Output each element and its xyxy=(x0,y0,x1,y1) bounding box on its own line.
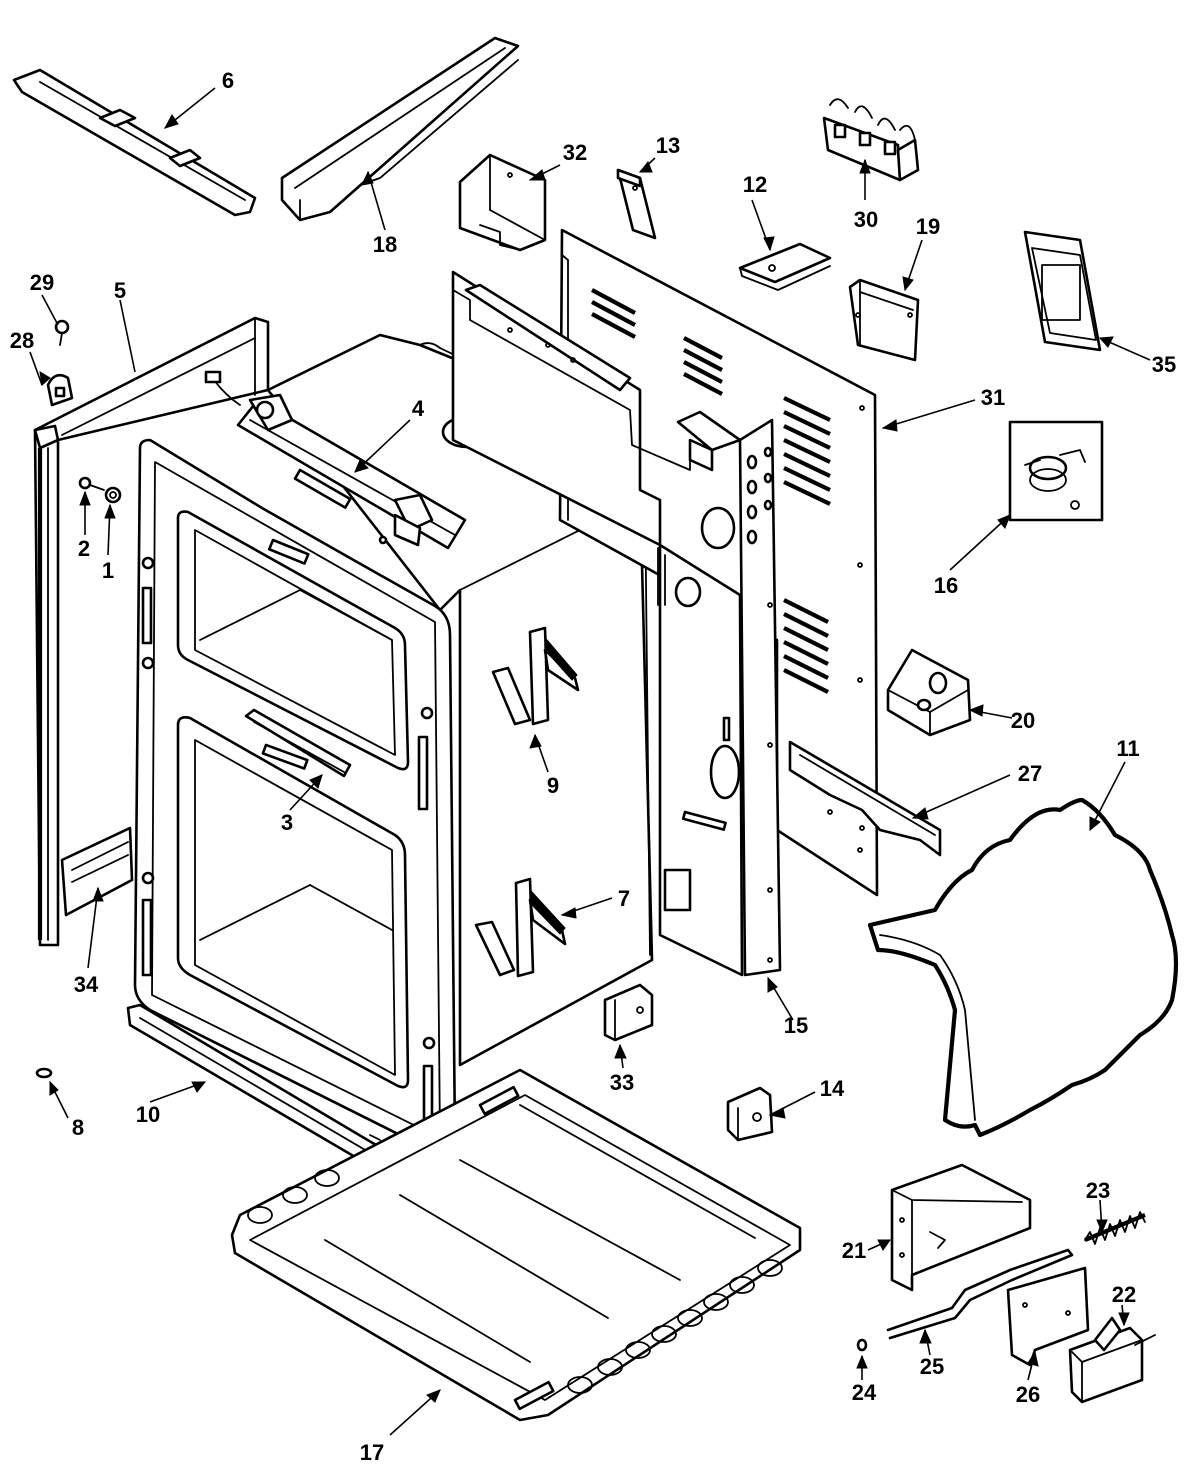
part-5-frame-side xyxy=(33,316,270,947)
callout-4: 4 xyxy=(412,396,425,421)
part-24-pin xyxy=(856,1338,868,1352)
oven-front-frame xyxy=(133,438,457,1157)
part-17-bottom-panel xyxy=(230,1068,802,1422)
callout-13: 13 xyxy=(656,133,680,158)
part-34-bracket xyxy=(60,826,134,917)
callout-3: 3 xyxy=(281,810,293,835)
callout-30: 30 xyxy=(854,207,878,232)
callout-12: 12 xyxy=(743,172,767,197)
part-13-plate xyxy=(616,168,657,240)
part-15-side-wall xyxy=(451,270,744,977)
callout-7: 7 xyxy=(618,886,630,911)
callout-28: 28 xyxy=(10,328,34,353)
callout-26: 26 xyxy=(1016,1382,1040,1407)
part-26-plate xyxy=(1006,1266,1090,1367)
callout-16: 16 xyxy=(934,573,958,598)
callout-23: 23 xyxy=(1086,1178,1110,1203)
leader-arrowheads xyxy=(39,114,1130,1403)
callout-24: 24 xyxy=(852,1380,877,1405)
callout-29: 29 xyxy=(30,270,54,295)
callout-8: 8 xyxy=(72,1115,84,1140)
callout-15: 15 xyxy=(784,1013,808,1038)
part-30-terminal-block xyxy=(822,98,920,182)
part-8-screw xyxy=(35,1067,53,1079)
part-11-insulation xyxy=(867,797,1179,1138)
callout-5: 5 xyxy=(114,278,126,303)
callout-22: 22 xyxy=(1112,1282,1136,1307)
callout-2: 2 xyxy=(78,536,90,561)
part-21-bracket xyxy=(890,1163,1032,1292)
callout-labels: 6 18 29 5 28 4 2 1 3 9 7 34 10 8 17 32 1… xyxy=(10,68,1176,1465)
part-19-bracket-box xyxy=(848,278,920,362)
part-7-hinge-lower xyxy=(474,877,567,978)
part-15-side-rail xyxy=(676,410,782,977)
callout-6: 6 xyxy=(222,68,234,93)
part-35-framed-panel xyxy=(1023,230,1102,352)
callout-33: 33 xyxy=(610,1070,634,1095)
callout-9: 9 xyxy=(547,773,559,798)
part-33-bracket xyxy=(603,983,654,1042)
callout-14: 14 xyxy=(820,1076,845,1101)
part-23-spring xyxy=(1084,1211,1146,1245)
callout-35: 35 xyxy=(1152,352,1176,377)
part-27-rail-strip xyxy=(788,740,942,857)
part-22-switch xyxy=(1068,1316,1156,1404)
callout-11: 11 xyxy=(1116,736,1139,761)
callout-31: 31 xyxy=(981,385,1005,410)
part-2-screw xyxy=(78,476,105,491)
callout-1: 1 xyxy=(102,558,114,583)
part-20-angle-bracket xyxy=(886,648,972,737)
part-1-nut xyxy=(104,486,122,504)
part-29-screw xyxy=(54,319,70,346)
callout-27: 27 xyxy=(1018,761,1042,786)
part-16-thermostat xyxy=(1008,420,1104,522)
callout-32: 32 xyxy=(563,140,587,165)
rear-panel-vents xyxy=(591,288,831,694)
part-4-top-bracket xyxy=(204,370,467,550)
part-9-hinge-upper xyxy=(491,626,580,726)
callout-17: 17 xyxy=(360,1440,384,1465)
part-6-trim-strip xyxy=(12,68,257,217)
part-25-rod xyxy=(886,1248,1074,1340)
callout-34: 34 xyxy=(74,972,99,997)
part-32-box xyxy=(458,153,547,252)
part-14-plate xyxy=(726,1086,774,1142)
callout-25: 25 xyxy=(920,1354,944,1379)
callout-18: 18 xyxy=(373,232,397,257)
callout-20: 20 xyxy=(1011,708,1035,733)
callout-10: 10 xyxy=(136,1102,160,1127)
callout-21: 21 xyxy=(842,1238,866,1263)
callout-19: 19 xyxy=(916,214,940,239)
part-28-clip xyxy=(46,373,74,407)
part-3-handle-strip xyxy=(244,708,352,778)
part-12-bracket xyxy=(738,242,832,291)
